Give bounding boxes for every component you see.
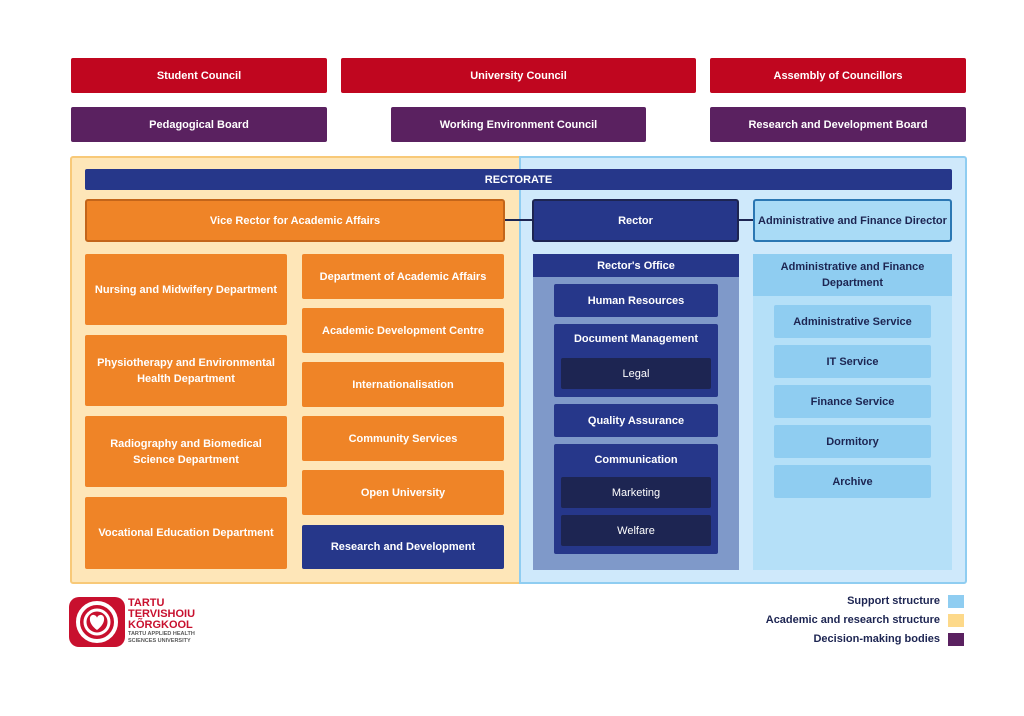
- assembly-of-councillors-label: Assembly of Councillors: [773, 69, 903, 82]
- university-council-label: University Council: [470, 69, 567, 82]
- legend-support: Support structure: [847, 593, 964, 609]
- legend-academic-swatch: [948, 613, 964, 627]
- marketing-label: Marketing: [611, 486, 661, 499]
- legal-label: Legal: [622, 367, 650, 380]
- working-environment-council-box: Working Environment Council: [391, 107, 646, 142]
- legend-academic: Academic and research structure: [766, 612, 964, 628]
- logo-line: KÕRGKOOL: [128, 619, 193, 631]
- academic-unit-label: Research and Development: [330, 541, 476, 553]
- department-box: Physiotherapy and Environmental Health D…: [85, 335, 287, 406]
- working-environment-council-label: Working Environment Council: [439, 118, 598, 131]
- human-resources-box: Human Resources: [554, 284, 718, 317]
- student-council-label: Student Council: [156, 69, 242, 82]
- assembly-of-councillors-box: Assembly of Councillors: [710, 58, 966, 93]
- academic-unit-label: Community Services: [348, 432, 458, 445]
- admin-service-box: Archive: [774, 465, 931, 498]
- admin-service-box: IT Service: [774, 345, 931, 378]
- admin-service-label: Dormitory: [826, 435, 879, 448]
- legend-decision: Decision-making bodies: [813, 631, 964, 647]
- heart-logo-icon: [76, 601, 118, 643]
- admin-service-label: Finance Service: [810, 395, 895, 408]
- legend-academic-label: Academic and research structure: [765, 614, 940, 626]
- rectors-office-header: Rector's Office: [533, 254, 739, 277]
- admin-director-box: Administrative and Finance Director: [753, 199, 952, 242]
- academic-unit-label: Internationalisation: [352, 378, 454, 391]
- academic-unit-label: Open University: [360, 486, 446, 499]
- document-management-label: Document Management: [573, 333, 699, 345]
- legend-decision-label: Decision-making bodies: [813, 633, 940, 645]
- welfare-label: Welfare: [617, 524, 655, 537]
- vice-rector-box: Vice Rector for Academic Affairs: [85, 199, 505, 242]
- admin-service-box: Dormitory: [774, 425, 931, 458]
- legend-support-label: Support structure: [847, 595, 940, 607]
- pedagogical-board-label: Pedagogical Board: [149, 118, 249, 131]
- department-label: Physiotherapy and Environmental Health D…: [97, 356, 275, 385]
- admin-service-label: IT Service: [826, 355, 879, 368]
- quality-assurance-label: Quality Assurance: [587, 414, 685, 427]
- research-development-box: Research and Development: [302, 525, 504, 569]
- department-box: Vocational Education Department: [85, 497, 287, 569]
- rectorate-title: RECTORATE: [484, 173, 553, 186]
- academic-unit-box: Department of Academic Affairs: [302, 254, 504, 299]
- academic-unit-box: Community Services: [302, 416, 504, 461]
- legal-box: Legal: [561, 358, 711, 389]
- department-label: Nursing and Midwifery Department: [94, 283, 278, 296]
- rector-box: Rector: [532, 199, 739, 242]
- admin-service-label: Archive: [832, 475, 873, 488]
- academic-unit-box: Academic Development Centre: [302, 308, 504, 353]
- department-label: Vocational Education Department: [98, 527, 274, 539]
- admin-service-box: Administrative Service: [774, 305, 931, 338]
- logo-line: TARTU: [128, 597, 165, 609]
- vice-rector-label: Vice Rector for Academic Affairs: [209, 214, 381, 227]
- legend-support-swatch: [948, 594, 964, 608]
- university-logo: [69, 597, 125, 647]
- admin-director-connector: [739, 219, 753, 221]
- admin-service-box: Finance Service: [774, 385, 931, 418]
- welfare-box: Welfare: [561, 515, 711, 546]
- admin-finance-header: Administrative and Finance Department: [753, 254, 952, 296]
- communication-label-wrap: Communication: [554, 449, 718, 471]
- human-resources-label: Human Resources: [587, 294, 685, 307]
- logo-subtitle: TARTU APPLIED HEALTH SCIENCES UNIVERSITY: [128, 631, 195, 645]
- vice-rector-connector: [505, 219, 532, 221]
- research-development-board-box: Research and Development Board: [710, 107, 966, 142]
- legend-decision-swatch: [948, 632, 964, 646]
- logo-line: TERVISHOIU: [128, 608, 196, 620]
- admin-finance-title: Administrative and Finance Department: [780, 261, 925, 289]
- logo-sub-line: SCIENCES UNIVERSITY: [128, 638, 191, 644]
- quality-assurance-box: Quality Assurance: [554, 404, 718, 437]
- student-council-box: Student Council: [71, 58, 327, 93]
- department-box: Radiography and Biomedical Science Depar…: [85, 416, 287, 487]
- admin-director-label: Administrative and Finance Director: [758, 214, 947, 227]
- admin-service-label: Administrative Service: [793, 315, 912, 328]
- academic-unit-label: Department of Academic Affairs: [319, 270, 487, 283]
- university-council-box: University Council: [341, 58, 696, 93]
- rector-label: Rector: [618, 214, 653, 227]
- department-box: Nursing and Midwifery Department: [85, 254, 287, 325]
- marketing-box: Marketing: [561, 477, 711, 508]
- logo-sub-line: TARTU APPLIED HEALTH: [128, 631, 195, 637]
- academic-unit-box: Internationalisation: [302, 362, 504, 407]
- research-development-board-label: Research and Development Board: [748, 118, 928, 131]
- academic-unit-label: Academic Development Centre: [322, 324, 484, 337]
- rectorate-bar: RECTORATE: [85, 169, 952, 190]
- logo-wordmark: TARTU TERVISHOIU KÕRGKOOL: [128, 598, 195, 631]
- document-management-label-wrap: Document Management: [554, 328, 718, 350]
- rectors-office-title: Rector's Office: [597, 259, 675, 272]
- pedagogical-board-box: Pedagogical Board: [71, 107, 327, 142]
- academic-unit-box: Open University: [302, 470, 504, 515]
- communication-label: Communication: [594, 454, 678, 466]
- department-label: Radiography and Biomedical Science Depar…: [110, 437, 262, 466]
